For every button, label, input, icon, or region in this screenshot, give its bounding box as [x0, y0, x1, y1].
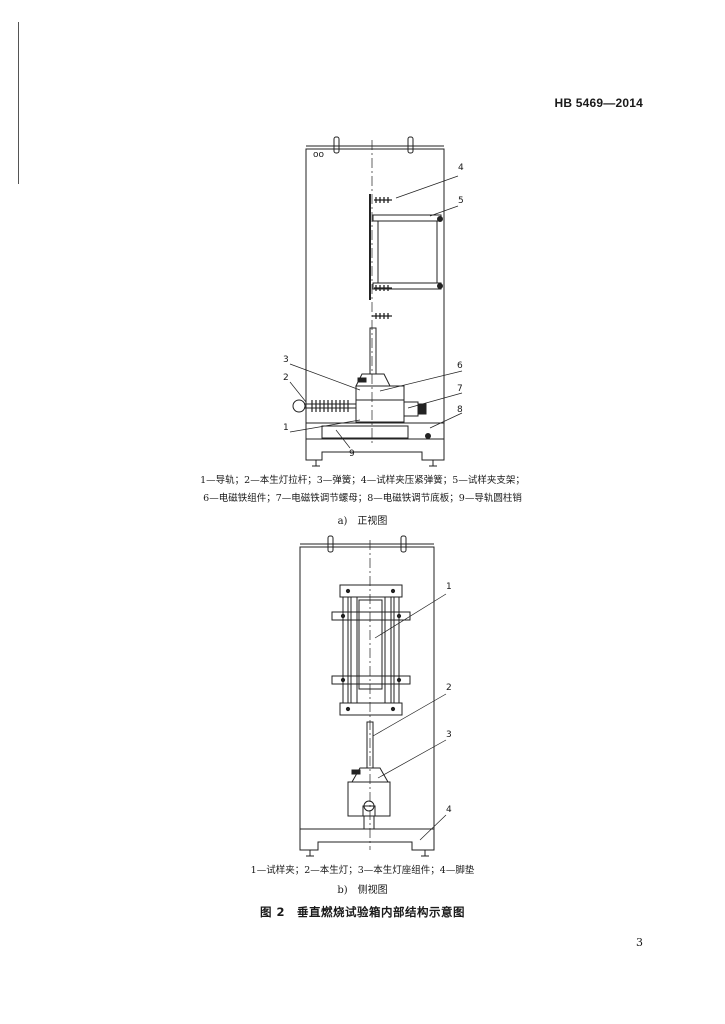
subcaption-side-view: b) 侧视图: [337, 885, 388, 896]
callout-a-8: 8: [457, 405, 463, 415]
callout-b-1: 1: [446, 582, 452, 592]
callout-a-2: 2: [283, 373, 289, 383]
page-number: 3: [636, 936, 643, 949]
svg-text:oo: oo: [313, 150, 325, 160]
callout-a-6: 6: [457, 361, 463, 371]
callout-a-7: 7: [457, 384, 463, 394]
callout-b-3: 3: [446, 730, 452, 740]
callout-a-3: 3: [283, 355, 289, 365]
callout-a-5: 5: [458, 196, 464, 206]
front-view-drawing: oo: [283, 136, 464, 467]
standard-code: HB 5469—2014: [554, 96, 643, 110]
scan-edge-line: [18, 22, 19, 184]
callout-a-4: 4: [458, 163, 464, 173]
callout-b-2: 2: [446, 683, 452, 693]
legend-a-line2: 6—电磁铁组件；7—电磁铁调节螺母；8—电磁铁调节底板；9—导轨圆柱销: [203, 493, 522, 504]
callout-a-9: 9: [349, 449, 355, 459]
side-view-drawing: 1 2 3 4: [299, 535, 452, 857]
callout-a-1: 1: [283, 423, 289, 433]
legend-b-line1: 1—试样夹；2—本生灯；3—本生灯座组件；4—脚垫: [250, 865, 475, 876]
legend-a-line1: 1—导轨；2—本生灯拉杆；3—弹簧；4—试样夹压紧弹簧；5—试样夹支架；: [200, 475, 525, 486]
figure-caption: 图 2 垂直燃烧试验箱内部结构示意图: [259, 905, 465, 919]
callout-b-4: 4: [446, 805, 452, 815]
subcaption-front-view: a) 正视图: [337, 516, 388, 527]
